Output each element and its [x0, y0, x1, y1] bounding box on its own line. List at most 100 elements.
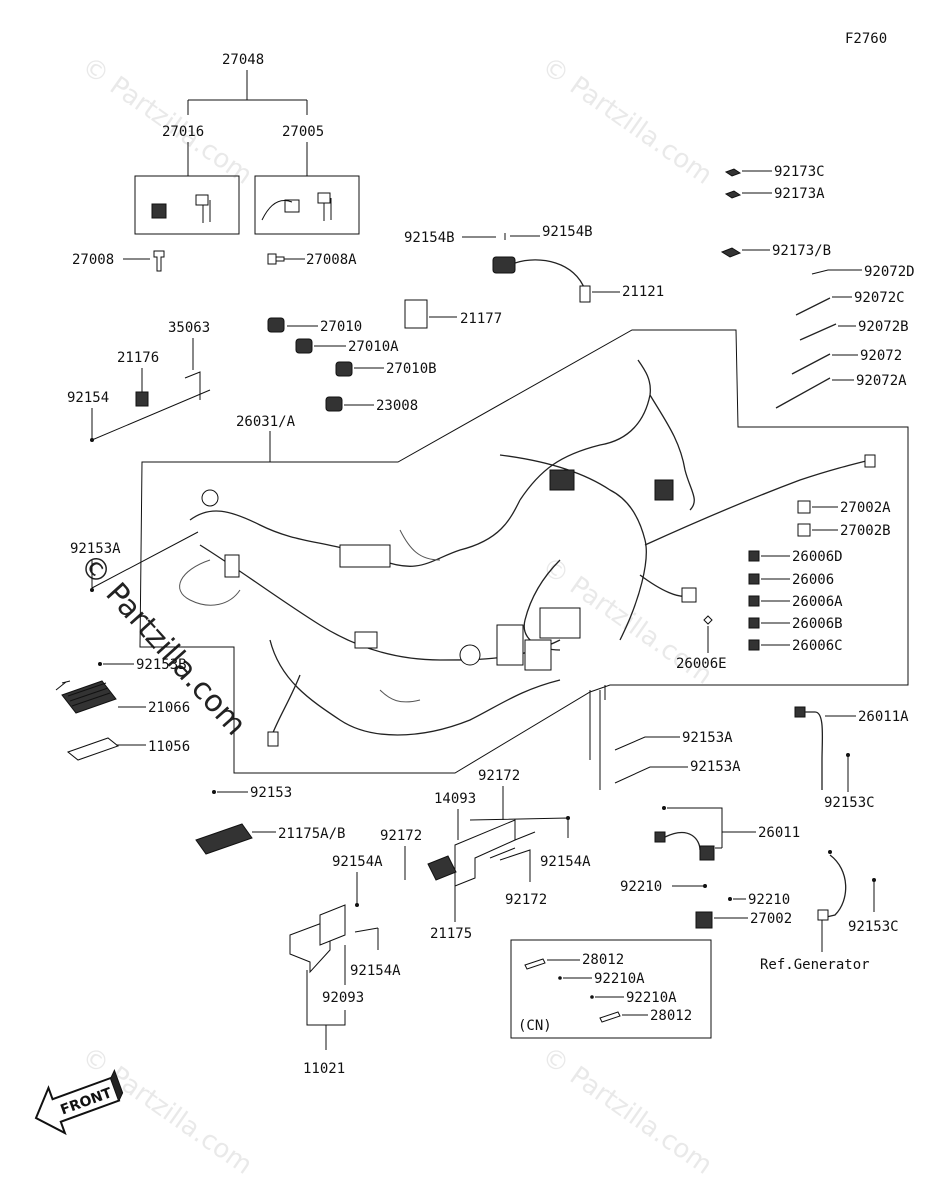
leader-27016-27005 — [187, 142, 308, 176]
label-92072C: 92072C — [854, 290, 905, 306]
terminal-icon — [794, 706, 806, 718]
terminal-icon — [817, 909, 829, 921]
harness-wire — [269, 639, 561, 736]
terminal-icon — [654, 831, 666, 843]
label-27002B: 27002B — [840, 523, 891, 539]
bolt-icon — [267, 253, 285, 265]
watermark: © Partzilla.com — [536, 51, 718, 191]
cover-icon — [599, 1011, 621, 1023]
label-92153C-1: 92153C — [824, 795, 875, 811]
terminal-icon — [748, 617, 760, 629]
terminal-icon — [748, 639, 760, 651]
ecu-bottom-group: 92153 21175A/B — [195, 785, 345, 855]
label-27005: 27005 — [282, 124, 324, 140]
leader-92154A-bottom — [354, 927, 379, 950]
label-92154: 92154 — [67, 390, 109, 406]
terminal-icon — [703, 615, 713, 625]
key-icon — [317, 192, 332, 221]
label-26006E: 26006E — [676, 656, 727, 672]
ground-strap — [589, 685, 606, 790]
label-28012-a: 28012 — [582, 952, 624, 968]
cap-group: 27002A 27002B 26006D 26006 26006A 26006B… — [676, 500, 891, 672]
harness-connector — [681, 587, 697, 603]
bracket-detail — [489, 831, 536, 859]
label-92154A-top: 92154A — [332, 854, 383, 870]
leader-92072D — [811, 269, 862, 275]
ground-cable-group: 26011A 92153C — [794, 706, 909, 811]
label-92072A: 92072A — [856, 373, 907, 389]
control-module-icon — [195, 823, 253, 855]
label-26006: 26006 — [792, 572, 834, 588]
clip-icon — [724, 190, 742, 199]
label-26031A: 26031/A — [236, 414, 296, 430]
label-92210A-a: 92210A — [594, 971, 645, 987]
ground-screw-group: 92153A 92153A — [589, 685, 741, 790]
label-21175: 21175 — [430, 926, 472, 942]
label-92172-bottom: 92172 — [505, 892, 547, 908]
cable-tie-icon — [775, 377, 831, 409]
label-92093: 92093 — [322, 990, 364, 1006]
bolt-icon — [153, 250, 165, 272]
screw-icon — [212, 790, 216, 794]
label-21066: 21066 — [148, 700, 190, 716]
label-27010A: 27010A — [348, 339, 399, 355]
label-11021: 11021 — [303, 1061, 345, 1077]
label-92173A: 92173A — [774, 186, 825, 202]
screw-icon — [566, 816, 570, 820]
leader-92154B — [462, 233, 540, 240]
harness-wire — [519, 359, 651, 501]
label-92072B: 92072B — [858, 319, 909, 335]
sensor-icon — [325, 396, 343, 412]
leader-relay — [91, 338, 211, 441]
key-box-27016 — [134, 175, 240, 235]
label-26006D: 26006D — [792, 549, 843, 565]
screw-icon — [846, 753, 850, 757]
relay-box-icon — [539, 607, 581, 639]
figure-id: F2760 — [845, 31, 887, 47]
ignition-coil-icon — [492, 256, 516, 274]
ignition-switch-icon — [261, 199, 300, 221]
leader-92154A-right — [469, 817, 569, 838]
ignition-switch-icon — [151, 203, 167, 219]
harness-connector — [224, 554, 240, 578]
harness-connector — [864, 454, 876, 468]
fuse-box-icon — [496, 624, 524, 666]
cover-icon — [524, 958, 546, 970]
leader-27048 — [187, 70, 308, 115]
label-23008: 23008 — [376, 398, 418, 414]
harness-connector — [267, 731, 279, 747]
switch-icon — [267, 317, 285, 333]
leader-92153A-mid2 — [614, 766, 688, 784]
plate-icon — [66, 737, 120, 761]
grommet-icon — [459, 644, 481, 666]
screw-icon — [728, 897, 732, 901]
screw-icon — [558, 976, 562, 980]
harness-branch — [179, 559, 241, 606]
terminal-icon — [699, 845, 715, 861]
cn-label: (CN) — [518, 1018, 552, 1034]
relay-icon — [135, 391, 149, 407]
cn-variant-box — [510, 939, 712, 1039]
label-27010B: 27010B — [386, 361, 437, 377]
switch-icon — [335, 361, 353, 377]
control-unit-icon — [404, 299, 428, 329]
ecu-coil-group: 21177 92154B 92154B 21121 — [404, 224, 664, 329]
label-92210-right: 92210 — [748, 892, 790, 908]
harness-connector — [654, 479, 674, 501]
harness-wire — [649, 394, 695, 511]
harness-outline-frame — [139, 329, 909, 774]
bracket-plate-icon — [319, 904, 346, 946]
leader-26011 — [667, 807, 756, 849]
label-92154B-left: 92154B — [404, 230, 455, 246]
screw-icon — [828, 850, 832, 854]
label-27010: 27010 — [320, 319, 362, 335]
cable-tie-icon — [799, 323, 837, 341]
regulator-group: 92153A 92153B 21066 11056 — [55, 531, 199, 761]
label-28012-b: 28012 — [650, 1008, 692, 1024]
screw-icon — [872, 878, 876, 882]
label-27016: 27016 — [162, 124, 204, 140]
label-21175AB: 21175A/B — [278, 826, 345, 842]
harness-connector — [549, 469, 575, 491]
watermark: © Partzilla.com — [76, 1041, 258, 1181]
label-35063: 35063 — [168, 320, 210, 336]
